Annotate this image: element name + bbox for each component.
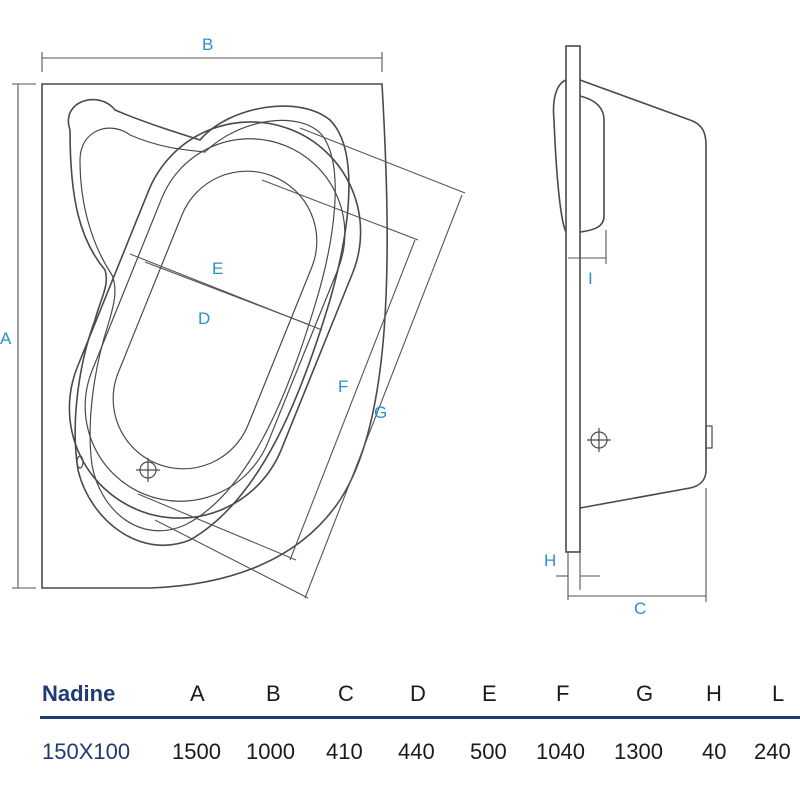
spec-value: 240 — [754, 739, 791, 764]
col-header: A — [190, 681, 205, 706]
label-e: E — [212, 259, 223, 278]
col-header: C — [338, 681, 354, 706]
col-header: B — [266, 681, 281, 706]
spec-value: 1300 — [614, 739, 663, 764]
model-name: Nadine — [42, 681, 116, 706]
spec-value: 1000 — [246, 739, 295, 764]
bathtub-technical-drawing: B A E D F G I H C — [0, 35, 713, 618]
label-i: I — [588, 269, 593, 288]
shell-inner-contour — [79, 119, 336, 532]
spec-header-row: Nadine A B C D E F G H L — [0, 668, 800, 708]
spec-value: 1500 — [172, 739, 221, 764]
table-divider — [40, 716, 800, 719]
col-header: G — [636, 681, 654, 706]
label-c: C — [634, 599, 646, 618]
label-h: H — [544, 551, 556, 570]
tub-outline — [41, 83, 388, 589]
label-g: G — [374, 403, 387, 422]
label-f: F — [338, 377, 348, 396]
drain-icon — [136, 458, 160, 482]
col-header: D — [410, 681, 426, 706]
col-header: E — [482, 681, 497, 706]
model-size: 150X100 — [42, 739, 131, 764]
spec-value: 500 — [470, 739, 507, 764]
col-header: F — [556, 681, 570, 706]
col-header: H — [706, 681, 722, 706]
spec-table: Nadine A B C D E F G H L 150X100 1500 10… — [0, 668, 800, 800]
basin-outer — [68, 121, 362, 519]
backrest — [552, 79, 605, 233]
side-view: I H C — [544, 45, 713, 618]
spec-value: 40 — [702, 739, 727, 764]
label-b: B — [202, 35, 213, 54]
side-drain-icon — [587, 428, 611, 452]
basin-floor — [112, 170, 318, 470]
rim-plate — [565, 45, 581, 553]
basin-inner — [84, 138, 346, 502]
label-d: D — [198, 309, 210, 328]
spec-value: 410 — [326, 739, 363, 764]
spec-value-row: 150X100 1500 1000 410 440 500 1040 1300 … — [0, 732, 800, 772]
spec-value: 440 — [398, 739, 435, 764]
col-header: L — [772, 681, 785, 706]
tub-body — [579, 79, 707, 509]
label-a: A — [0, 329, 12, 348]
top-view: B A E D F G — [0, 35, 466, 599]
spec-value: 1040 — [536, 739, 585, 764]
